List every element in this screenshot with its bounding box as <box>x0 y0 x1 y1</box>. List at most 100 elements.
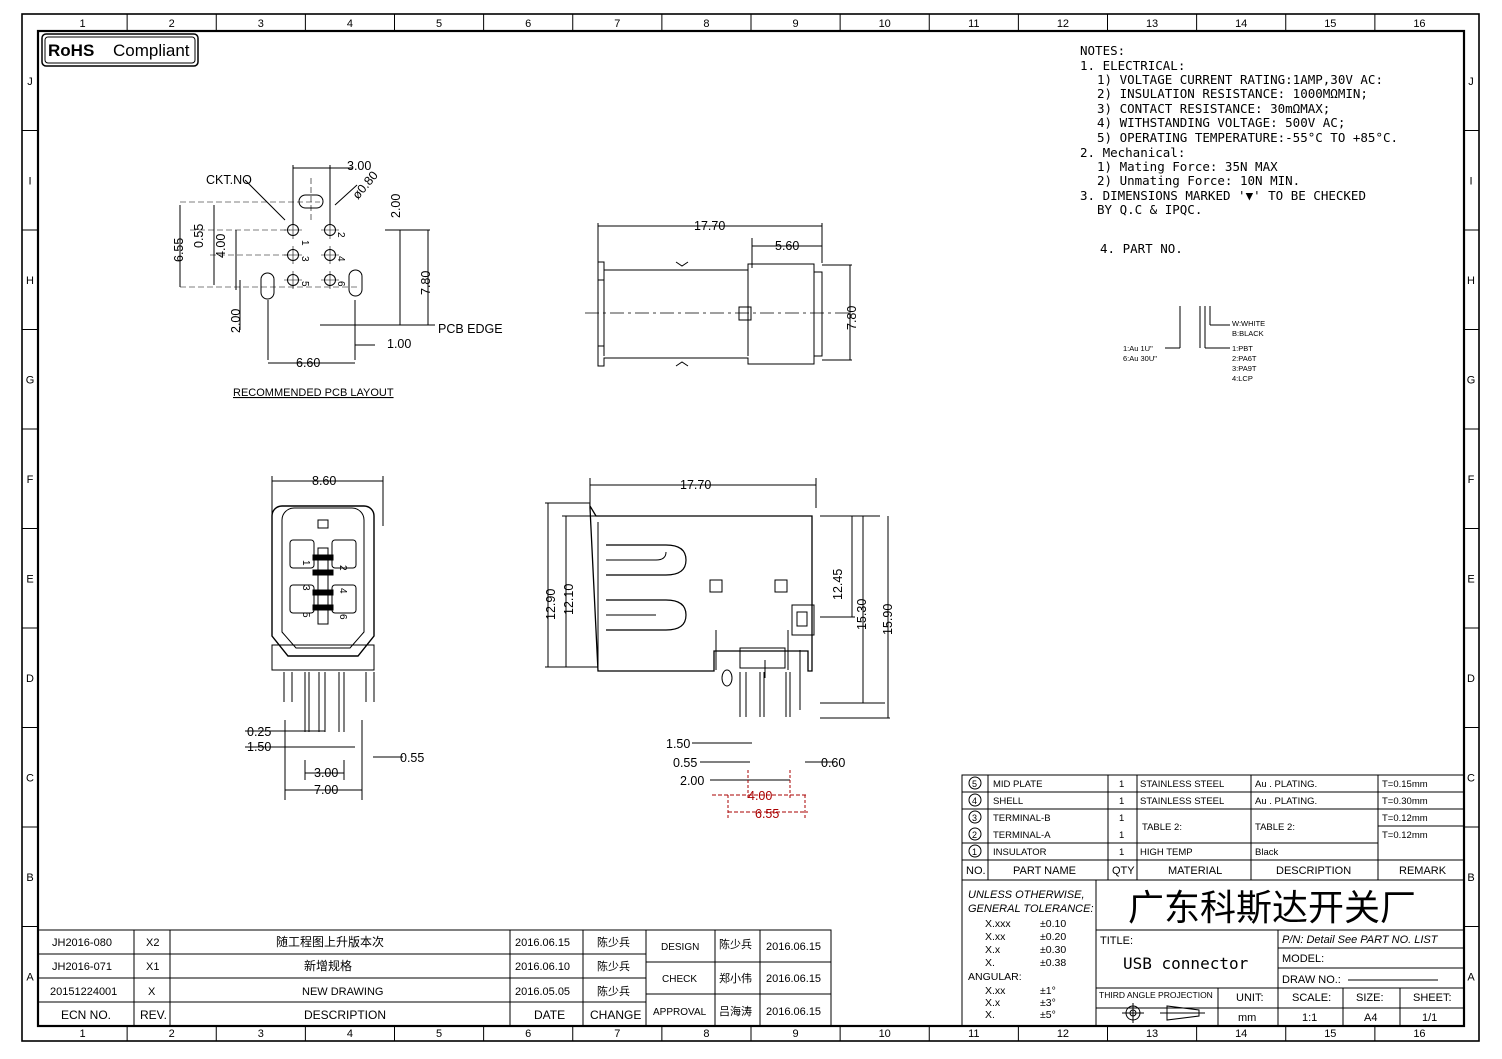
dim-pcb-660: 6.60 <box>296 356 320 370</box>
grid-column-label: 6 <box>525 1028 531 1040</box>
bom-desc: TABLE 2: <box>1255 822 1295 833</box>
rev-date: 2016.05.05 <box>515 986 570 998</box>
pin-number: 3 <box>300 585 311 591</box>
pin-number: 5 <box>299 281 310 287</box>
dim-pcb-400: 4.00 <box>214 234 228 258</box>
ang-key: X. <box>985 1009 995 1021</box>
grid-row-label: G <box>1467 374 1476 386</box>
part-number-legend <box>1165 306 1230 349</box>
tolerance-title: GENERAL TOLERANCE: <box>968 903 1094 915</box>
revision-row: 20151224001 X NEW DRAWING 2016.05.05 陈少兵 <box>50 984 630 998</box>
front-view <box>245 476 403 800</box>
bom-desc: Au . PLATING. <box>1255 779 1317 790</box>
dim-side-200: 2.00 <box>680 774 704 788</box>
grid-column-label: 7 <box>614 1028 620 1040</box>
approval-name: 陈少兵 <box>719 937 752 951</box>
bom-material: HIGH TEMP <box>1140 847 1193 858</box>
grid-row-label: F <box>1468 474 1475 486</box>
bom-header-qty: QTY <box>1112 865 1135 877</box>
dim-side-1590: 15.90 <box>881 604 895 635</box>
bom-row: 2 TERMINAL-A 1 T=0.12mm <box>968 827 1428 841</box>
dim-side-1245: 12.45 <box>831 569 845 600</box>
approval-row: CHECK 郑小伟 2016.06.15 <box>662 971 821 985</box>
bom-material: TABLE 2: <box>1142 822 1182 833</box>
bom-no: 5 <box>972 779 977 789</box>
bom-material: STAINLESS STEEL <box>1140 796 1224 807</box>
notes-block: NOTES: 1. ELECTRICAL: 1) VOLTAGE CURRENT… <box>1080 43 1398 256</box>
sheet-value: 1/1 <box>1422 1012 1437 1024</box>
approval-date: 2016.06.15 <box>766 1006 821 1018</box>
grid-row-label: C <box>1467 772 1475 784</box>
drawing-title: USB connector <box>1123 954 1249 973</box>
grid-column-label: 8 <box>703 18 709 30</box>
projection-symbol-icon <box>1122 1003 1205 1023</box>
grid-row-label: A <box>26 971 34 983</box>
note-line: 1) Mating Force: 35N MAX <box>1097 159 1278 174</box>
size-value: A4 <box>1364 1012 1377 1024</box>
grid-column-label: 1 <box>80 18 86 30</box>
dim-pcb-100: 1.00 <box>387 337 411 351</box>
material-option: 4:LCP <box>1232 374 1253 383</box>
dim-side-060: 0.60 <box>821 756 845 770</box>
grid-row-label: B <box>1467 872 1474 884</box>
grid-column-label: 2 <box>169 18 175 30</box>
bom-part: MID PLATE <box>993 779 1042 790</box>
scale-value: 1:1 <box>1302 1012 1317 1024</box>
dim-side-400: 4.00 <box>748 789 772 803</box>
part-number-options: W:WHITE B:BLACK 1:Au 1U" 6:Au 30U" 1:PBT… <box>1123 319 1265 383</box>
angular-label: ANGULAR: <box>968 971 1022 983</box>
rohs-label: RoHS <box>48 41 94 60</box>
grid-column-label: 5 <box>436 18 442 30</box>
note-line: 4. PART NO. <box>1100 241 1183 256</box>
grid-column-label: 16 <box>1413 18 1425 30</box>
grid-column-label: 10 <box>879 1028 891 1040</box>
bom-cells: 5 MID PLATE 1 STAINLESS STEEL Au . PLATI… <box>966 776 1447 877</box>
rev-rev: X1 <box>146 961 159 973</box>
rev-date: 2016.06.15 <box>515 937 570 949</box>
note-line: 4) WITHSTANDING VOLTAGE: 500V AC; <box>1097 115 1345 130</box>
bom-header-remark: REMARK <box>1399 865 1447 877</box>
grid-column-label: 7 <box>614 18 620 30</box>
bom-qty: 1 <box>1119 847 1124 858</box>
pin-number: 1 <box>300 560 311 566</box>
grid-row-label: B <box>26 872 33 884</box>
bom-row: 4 SHELL 1 STAINLESS STEEL Au . PLATING. … <box>968 793 1428 807</box>
grid-row-label: D <box>26 673 34 685</box>
grid-row-label: F <box>27 474 34 486</box>
bom-header-desc: DESCRIPTION <box>1276 865 1351 877</box>
ang-val: ±1° <box>1040 985 1056 997</box>
dim-top-length: 17.70 <box>694 219 725 233</box>
grid-column-label: 3 <box>258 1028 264 1040</box>
rev-ecn: 20151224001 <box>50 986 117 998</box>
pcb-edge-label: PCB EDGE <box>438 322 503 336</box>
rohs-badge: RoHS Compliant <box>41 33 199 67</box>
dim-top-780: 7.80 <box>845 306 859 330</box>
grid-column-label: 12 <box>1057 18 1069 30</box>
bom-no: 1 <box>972 847 977 857</box>
ang-val: ±3° <box>1040 997 1056 1009</box>
rev-desc: 新增规格 <box>304 958 352 973</box>
side-view-labels: 17.70 12.90 12.10 12.45 15.30 15.90 1.50… <box>544 478 895 821</box>
bom-remark: T=0.30mm <box>1382 796 1428 807</box>
approval-name: 郑小伟 <box>719 971 752 985</box>
bom-row: 5 MID PLATE 1 STAINLESS STEEL Au . PLATI… <box>968 776 1428 790</box>
color-option: W:WHITE <box>1232 319 1265 328</box>
dim-side-150: 1.50 <box>666 737 690 751</box>
approval-role: DESIGN <box>661 942 699 953</box>
revision-cells: JH2016-080 X2 随工程图上升版本次 2016.06.15 陈少兵 J… <box>50 934 821 1022</box>
grid-column-label: 10 <box>879 18 891 30</box>
dim-side-1530: 15.30 <box>855 599 869 630</box>
pin-number: 4 <box>335 256 346 262</box>
grid-row-label: H <box>26 275 34 287</box>
pin-number: 1 <box>299 240 310 246</box>
ang-key: X.x <box>985 997 1001 1009</box>
bom-part: TERMINAL-B <box>993 813 1051 824</box>
bom-header-part: PART NAME <box>1013 865 1076 877</box>
pcb-layout-title: RECOMMENDED PCB LAYOUT <box>233 387 394 399</box>
material-option: 1:PBT <box>1232 344 1253 353</box>
grid-ticks <box>22 14 1479 1041</box>
grid-column-label: 13 <box>1146 1028 1158 1040</box>
plating-option: 6:Au 30U" <box>1123 354 1157 363</box>
rev-header-desc: DESCRIPTION <box>304 1008 386 1022</box>
